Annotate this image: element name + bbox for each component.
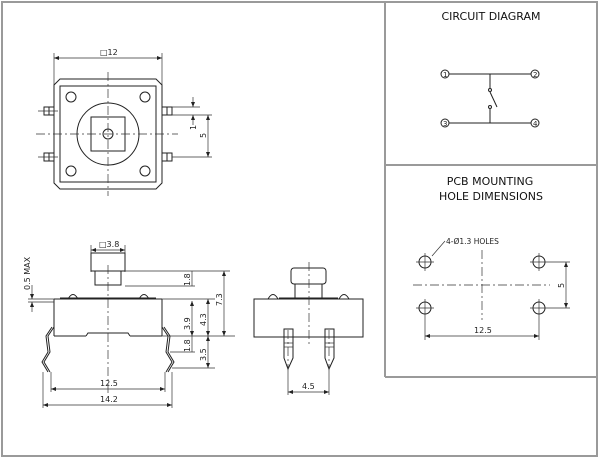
pcb-vertical-spacing: 5 xyxy=(557,283,566,288)
side-max-gap: 0.5 MAX xyxy=(23,256,32,290)
pcb-mounting: PCB MOUNTING HOLE DIMENSIONS 4-Ø1.3 HOLE… xyxy=(413,175,570,340)
circuit-diagram: CIRCUIT DIAGRAM 1 2 3 4 xyxy=(440,10,541,128)
svg-text:2: 2 xyxy=(533,71,537,79)
svg-text:1: 1 xyxy=(443,71,447,79)
svg-text:3: 3 xyxy=(443,120,447,128)
side-total-body: 4.3 xyxy=(199,313,208,326)
pcb-hole xyxy=(416,253,434,271)
pcb-horizontal-spacing: 12.5 xyxy=(474,326,492,335)
svg-text:4: 4 xyxy=(533,120,538,128)
pin-1-label: 1 xyxy=(440,69,450,79)
side-overall-height: 7.3 xyxy=(215,293,224,306)
side-lead-length: 3.5 xyxy=(199,348,208,361)
side-actuator-height: 1.8 xyxy=(183,273,192,286)
side-body-height: 3.9 xyxy=(183,317,192,330)
side-actuator-dimension: □3.8 xyxy=(99,240,119,249)
end-view: 4.5 xyxy=(253,262,364,395)
pcb-hole xyxy=(416,299,434,317)
pcb-hole-note: 4-Ø1.3 HOLES xyxy=(446,237,499,246)
top-view: □12 1 5 xyxy=(36,48,212,196)
side-lead-offset: 1.8 xyxy=(183,339,192,352)
top-pin-pitch-large: 5 xyxy=(199,133,208,138)
pcb-title-line2: HOLE DIMENSIONS xyxy=(439,190,543,203)
side-lead-span-inner: 12.5 xyxy=(100,379,118,388)
end-pin-spacing: 4.5 xyxy=(302,382,315,391)
pcb-hole xyxy=(530,299,570,317)
pin-2-label: 2 xyxy=(530,69,540,79)
circuit-diagram-title: CIRCUIT DIAGRAM xyxy=(442,10,541,23)
top-body-dimension: □12 xyxy=(100,48,118,57)
side-view: □3.8 0.5 MAX xyxy=(23,240,235,408)
pcb-title-line1: PCB MOUNTING xyxy=(447,175,534,188)
top-pin-pitch-small: 1 xyxy=(189,125,198,130)
pcb-hole xyxy=(530,253,570,271)
pin-4-label: 4 xyxy=(530,118,540,128)
side-lead-span-outer: 14.2 xyxy=(100,395,118,404)
pin-3-label: 3 xyxy=(440,118,450,128)
